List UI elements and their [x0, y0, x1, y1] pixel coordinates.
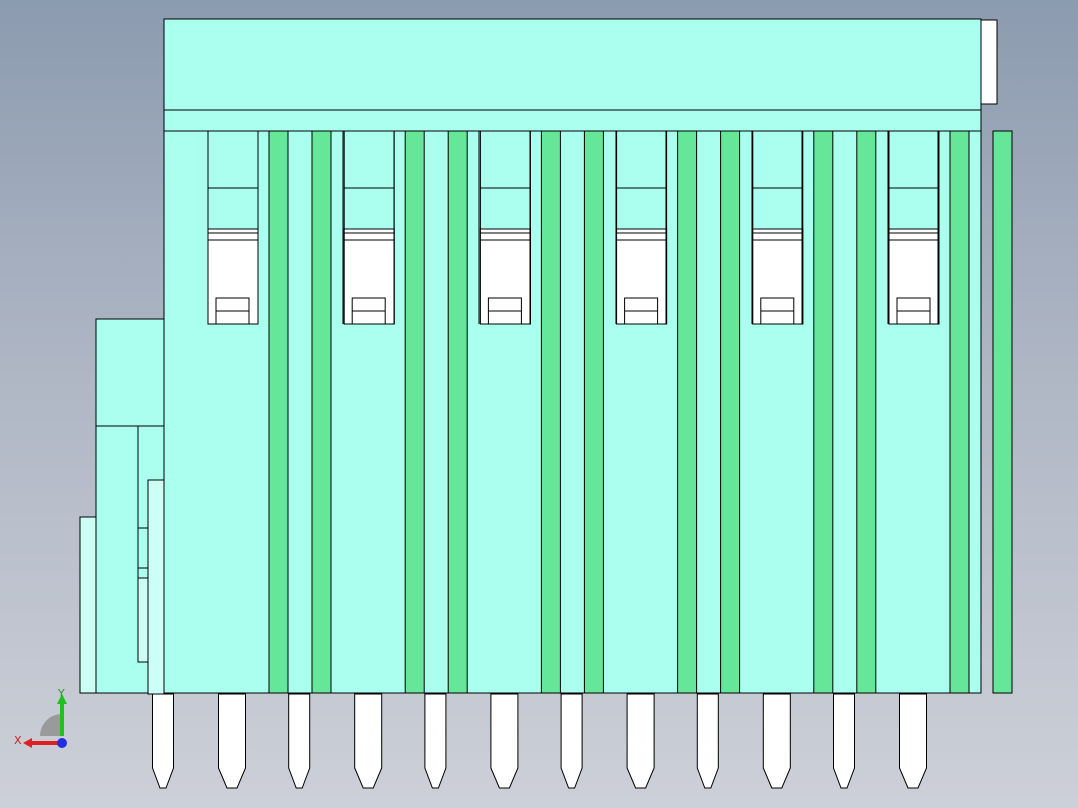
y-axis-label: Y [57, 687, 65, 700]
terminal-pin [833, 693, 855, 789]
terminal-pin [490, 693, 519, 789]
rib [856, 130, 877, 694]
rib [540, 130, 561, 694]
rib [949, 130, 970, 694]
side-features [79, 318, 165, 695]
z-axis-dot-icon [57, 738, 67, 748]
y-axis-arrow-icon [57, 694, 67, 704]
terminal-pin [288, 693, 311, 789]
rib [268, 130, 289, 694]
terminal-pin [218, 693, 246, 789]
rib [992, 130, 1013, 694]
cavity [343, 131, 395, 325]
triad-quadrant [40, 714, 62, 736]
terminal-pin [762, 693, 791, 789]
x-axis-label: X [14, 734, 22, 747]
rib-group [268, 130, 1013, 694]
terminal-pin [424, 693, 447, 789]
rib [404, 130, 425, 694]
terminal-pin [354, 693, 383, 789]
cavity [888, 131, 940, 325]
side-rail [147, 479, 165, 695]
pin-group [152, 693, 927, 789]
side-notch-lower [137, 577, 149, 663]
terminal-pin [626, 693, 655, 789]
cavity-group [207, 130, 940, 325]
rib [813, 130, 834, 694]
rib [447, 130, 468, 694]
terminal-pin [152, 693, 174, 789]
side-latch-block [95, 318, 165, 427]
terminal-pin [899, 693, 927, 789]
axis-triad: X Y [14, 687, 67, 748]
rib [583, 130, 604, 694]
rib [311, 130, 332, 694]
side-notch [137, 567, 149, 579]
cavity [616, 131, 668, 325]
terminal-pin [560, 693, 583, 789]
right-top-tab [980, 19, 998, 105]
x-axis-arrow-icon [23, 738, 32, 748]
rib [677, 130, 698, 694]
rib [720, 130, 741, 694]
terminal-pin [696, 693, 719, 789]
cavity [752, 131, 804, 325]
side-flange [79, 516, 98, 694]
